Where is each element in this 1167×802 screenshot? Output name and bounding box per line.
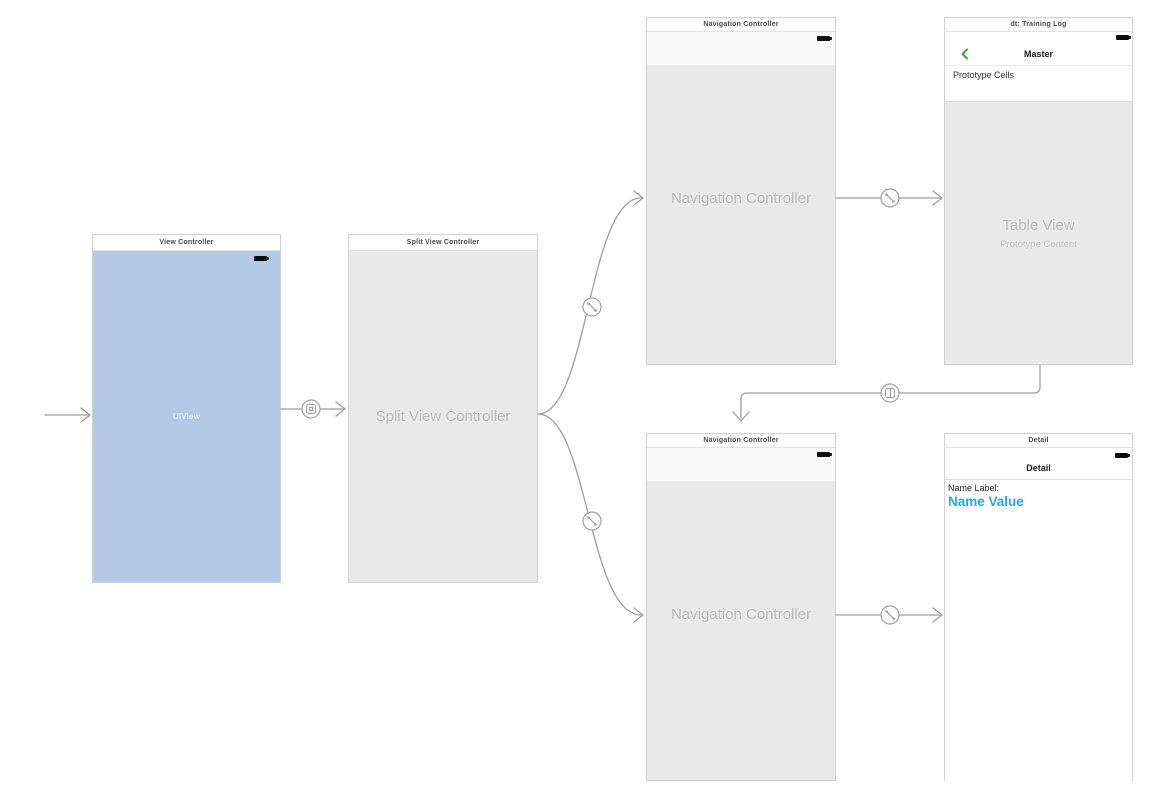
link-diagonal-icon <box>587 516 597 526</box>
open-arrow-icon <box>732 411 750 422</box>
scene-title-bar[interactable]: dt: Training Log <box>945 18 1132 32</box>
navigation-controller-view[interactable]: Navigation Controller <box>647 32 835 364</box>
link-diagonal-icon <box>587 516 590 519</box>
segue-show-detail-master-to-nav-bottom[interactable] <box>732 364 1041 422</box>
relationship-segue-nav-bottom-to-detail[interactable] <box>835 605 943 625</box>
open-arrow-icon <box>932 607 943 623</box>
scene-title-bar[interactable]: Split View Controller <box>349 235 537 251</box>
navigation-title: Master <box>1023 49 1053 59</box>
link-diagonal-icon <box>892 617 895 620</box>
prototype-content-label: Prototype Content <box>1000 238 1077 250</box>
segue-badge[interactable] <box>301 399 321 419</box>
battery-icon <box>817 452 832 457</box>
relationship-segue-split-to-nav-top[interactable] <box>537 190 644 415</box>
battery-icon <box>1115 453 1130 458</box>
navigation-bar[interactable] <box>647 448 835 482</box>
open-arrow-icon <box>633 190 644 206</box>
link-diagonal-icon <box>594 523 597 526</box>
navigation-controller-view[interactable]: Navigation Controller <box>647 448 835 780</box>
link-diagonal-icon <box>594 309 597 312</box>
battery-icon <box>254 256 269 261</box>
split-view-placeholder-label: Split View Controller <box>375 408 511 425</box>
link-diagonal-icon <box>587 302 597 312</box>
scene-navigation-controller-bottom[interactable]: Navigation Controller Navigation Control… <box>646 433 836 781</box>
scene-master[interactable]: dt: Training Log Master Prototype Cells … <box>944 17 1133 365</box>
link-diagonal-icon <box>587 302 590 305</box>
table-view[interactable]: Table View Prototype Content <box>945 101 1132 364</box>
segue-view-to-split[interactable] <box>280 399 346 419</box>
link-diagonal-icon <box>885 610 895 620</box>
navigation-title: Detail <box>1026 463 1051 473</box>
rounded-square-icon <box>305 403 317 415</box>
scene-title-label: Split View Controller <box>406 239 480 246</box>
scene-title-label: Navigation Controller <box>703 437 779 444</box>
battery-icon <box>1116 35 1131 40</box>
scene-split-view-controller[interactable]: Split View Controller Split View Control… <box>348 234 538 583</box>
navigation-controller-placeholder-label: Navigation Controller <box>670 189 812 207</box>
open-arrow-icon <box>633 607 644 623</box>
rounded-square-icon <box>308 406 314 412</box>
scene-title-label: Navigation Controller <box>703 21 779 28</box>
scene-title-label: Detail <box>1028 437 1049 444</box>
open-arrow-icon <box>80 407 91 423</box>
scene-title-bar[interactable]: View Controller <box>93 235 280 251</box>
initial-view-controller-arrow[interactable] <box>44 407 91 423</box>
navigation-controller-placeholder-label: Navigation Controller <box>670 605 812 623</box>
name-label[interactable]: Name Label: <box>948 483 1000 493</box>
open-arrow-icon <box>932 190 943 206</box>
scene-detail[interactable]: Detail Detail Name Label: Name Value <box>944 433 1133 782</box>
open-arrow-icon <box>335 401 346 417</box>
relationship-segue-split-to-nav-bottom[interactable] <box>537 413 644 623</box>
link-diagonal-icon <box>885 193 895 203</box>
scene-title-label: View Controller <box>159 239 214 246</box>
scene-title-bar[interactable]: Navigation Controller <box>647 18 835 32</box>
prototype-cells-header: Prototype Cells <box>945 66 1132 101</box>
navbar-divider <box>945 479 1132 480</box>
uiview-root-view[interactable]: UIView <box>93 251 280 582</box>
scene-view-controller[interactable]: View Controller UIView <box>92 234 281 583</box>
scene-title-bar[interactable]: Navigation Controller <box>647 434 835 448</box>
navigation-bar[interactable]: Master <box>945 32 1132 66</box>
master-table-view-controller[interactable]: Master Prototype Cells Table View Protot… <box>945 32 1132 364</box>
chevron-left-icon[interactable] <box>961 48 969 60</box>
navigation-bar[interactable] <box>647 32 835 66</box>
split-view-controller-view[interactable]: Split View Controller <box>349 251 537 582</box>
detail-view[interactable]: Detail Name Label: Name Value <box>945 448 1132 782</box>
scene-title-bar[interactable]: Detail <box>945 434 1132 448</box>
table-view-placeholder-label: Table View <box>1002 216 1075 234</box>
relationship-segue-nav-top-to-master[interactable] <box>835 188 943 208</box>
link-diagonal-icon <box>885 610 888 613</box>
link-diagonal-icon <box>885 193 888 196</box>
battery-icon <box>817 36 832 41</box>
name-value-label[interactable]: Name Value <box>948 494 1024 509</box>
scene-navigation-controller-top[interactable]: Navigation Controller Navigation Control… <box>646 17 836 365</box>
scene-title-label: dt: Training Log <box>1010 21 1067 28</box>
link-diagonal-icon <box>892 200 895 203</box>
uiview-placeholder-label: UIView <box>172 412 201 421</box>
